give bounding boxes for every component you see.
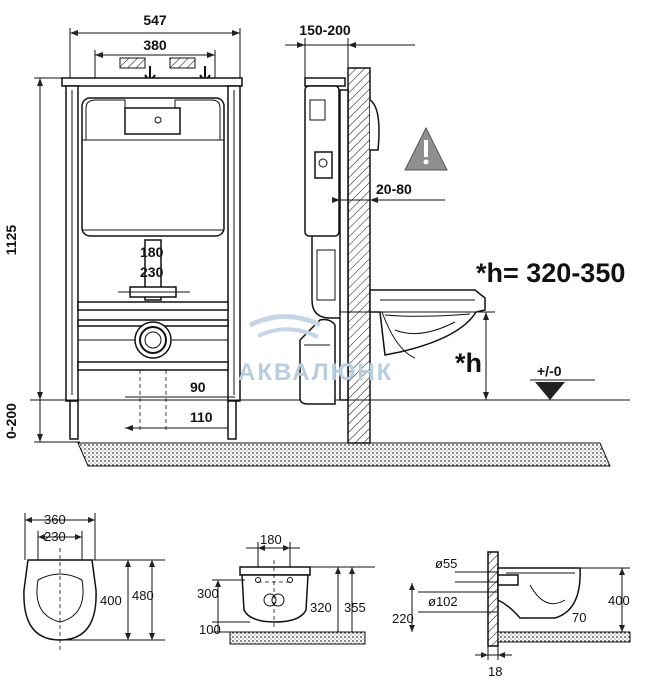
pipe-a-label: 180: [140, 244, 164, 260]
watermark: АКВАЛЮНК: [238, 359, 393, 386]
bowl-side-length-small-label: 70: [572, 610, 586, 625]
bowl-side-length-label: 400: [608, 593, 630, 608]
level-label: +/-0: [537, 363, 562, 379]
bowl-back-view: 180 300 100 320 355: [197, 532, 375, 645]
bowl-back-width-label: 180: [260, 532, 282, 547]
frame-top-rail: [61, 77, 243, 87]
wall-depth-label: 150-200: [299, 22, 351, 38]
bowl-outline-back: [241, 574, 309, 623]
mount-strip-right: [169, 57, 196, 69]
bowl-side-outlet-diameter-label: ø102: [428, 594, 458, 609]
bowl-side-wall-width-label: 18: [488, 664, 502, 679]
drain-width-label: 110: [190, 409, 213, 425]
h-dimension-label: *h: [455, 348, 482, 378]
width-inner-label: 380: [143, 37, 167, 53]
bowl-top-length-outer-label: 480: [132, 588, 154, 603]
drain-height-label: 90: [190, 379, 206, 395]
mount-strip-left: [119, 57, 146, 69]
bowl-side-inlet-diameter-label: ø55: [435, 556, 457, 571]
warning-triangle-icon: [404, 126, 448, 171]
wall-section: [347, 67, 371, 444]
front-view: 547 380 180 230: [3, 12, 630, 443]
bowl-top-view: 360 230 400 480: [23, 512, 165, 650]
side-view: 150-200 20-80 *h= 320-350: [285, 22, 625, 444]
frame-leg-right: [227, 400, 237, 440]
height-label: 1125: [3, 225, 19, 256]
bowl-side-height-label: 220: [392, 611, 414, 626]
cistern: [81, 97, 225, 237]
floor-slab: [77, 442, 611, 467]
frame-side-post: [339, 89, 349, 401]
width-total-label: 547: [143, 12, 167, 28]
bowl-top-length-inner-label: 400: [100, 593, 122, 608]
bowl-back-height-2-label: 100: [199, 622, 221, 637]
offset-label: 20-80: [376, 181, 412, 197]
frame-crossbar-lower: [77, 361, 229, 371]
flush-plate-mount: [124, 107, 181, 135]
frame-leg-left: [69, 400, 79, 440]
bowl-top-width-inner-label: 230: [44, 529, 66, 544]
bowl-side-wall: [487, 551, 499, 647]
watermark-wave-icon: [248, 314, 322, 328]
bowl-back-height-3-label: 320: [310, 600, 332, 615]
pipe-b-label: 230: [140, 264, 164, 280]
wall-hung-bowl: [369, 289, 486, 359]
frame-crossbar-upper: [77, 301, 229, 311]
level-marker-icon: [535, 382, 565, 400]
supply-pipe: [144, 239, 162, 301]
flush-plate-side: [369, 99, 380, 151]
bowl-side-view: ø55 ø102 220 70 400 18: [392, 551, 631, 679]
bowl-top-width-outer-label: 360: [44, 512, 66, 527]
drain-elbow: [299, 318, 336, 405]
seat-height-label: *h= 320-350: [476, 258, 625, 288]
bowl-back-height-4-label: 355: [344, 600, 366, 615]
height-adjust-label: 0-200: [3, 403, 19, 439]
bowl-back-height-1-label: 300: [197, 586, 219, 601]
